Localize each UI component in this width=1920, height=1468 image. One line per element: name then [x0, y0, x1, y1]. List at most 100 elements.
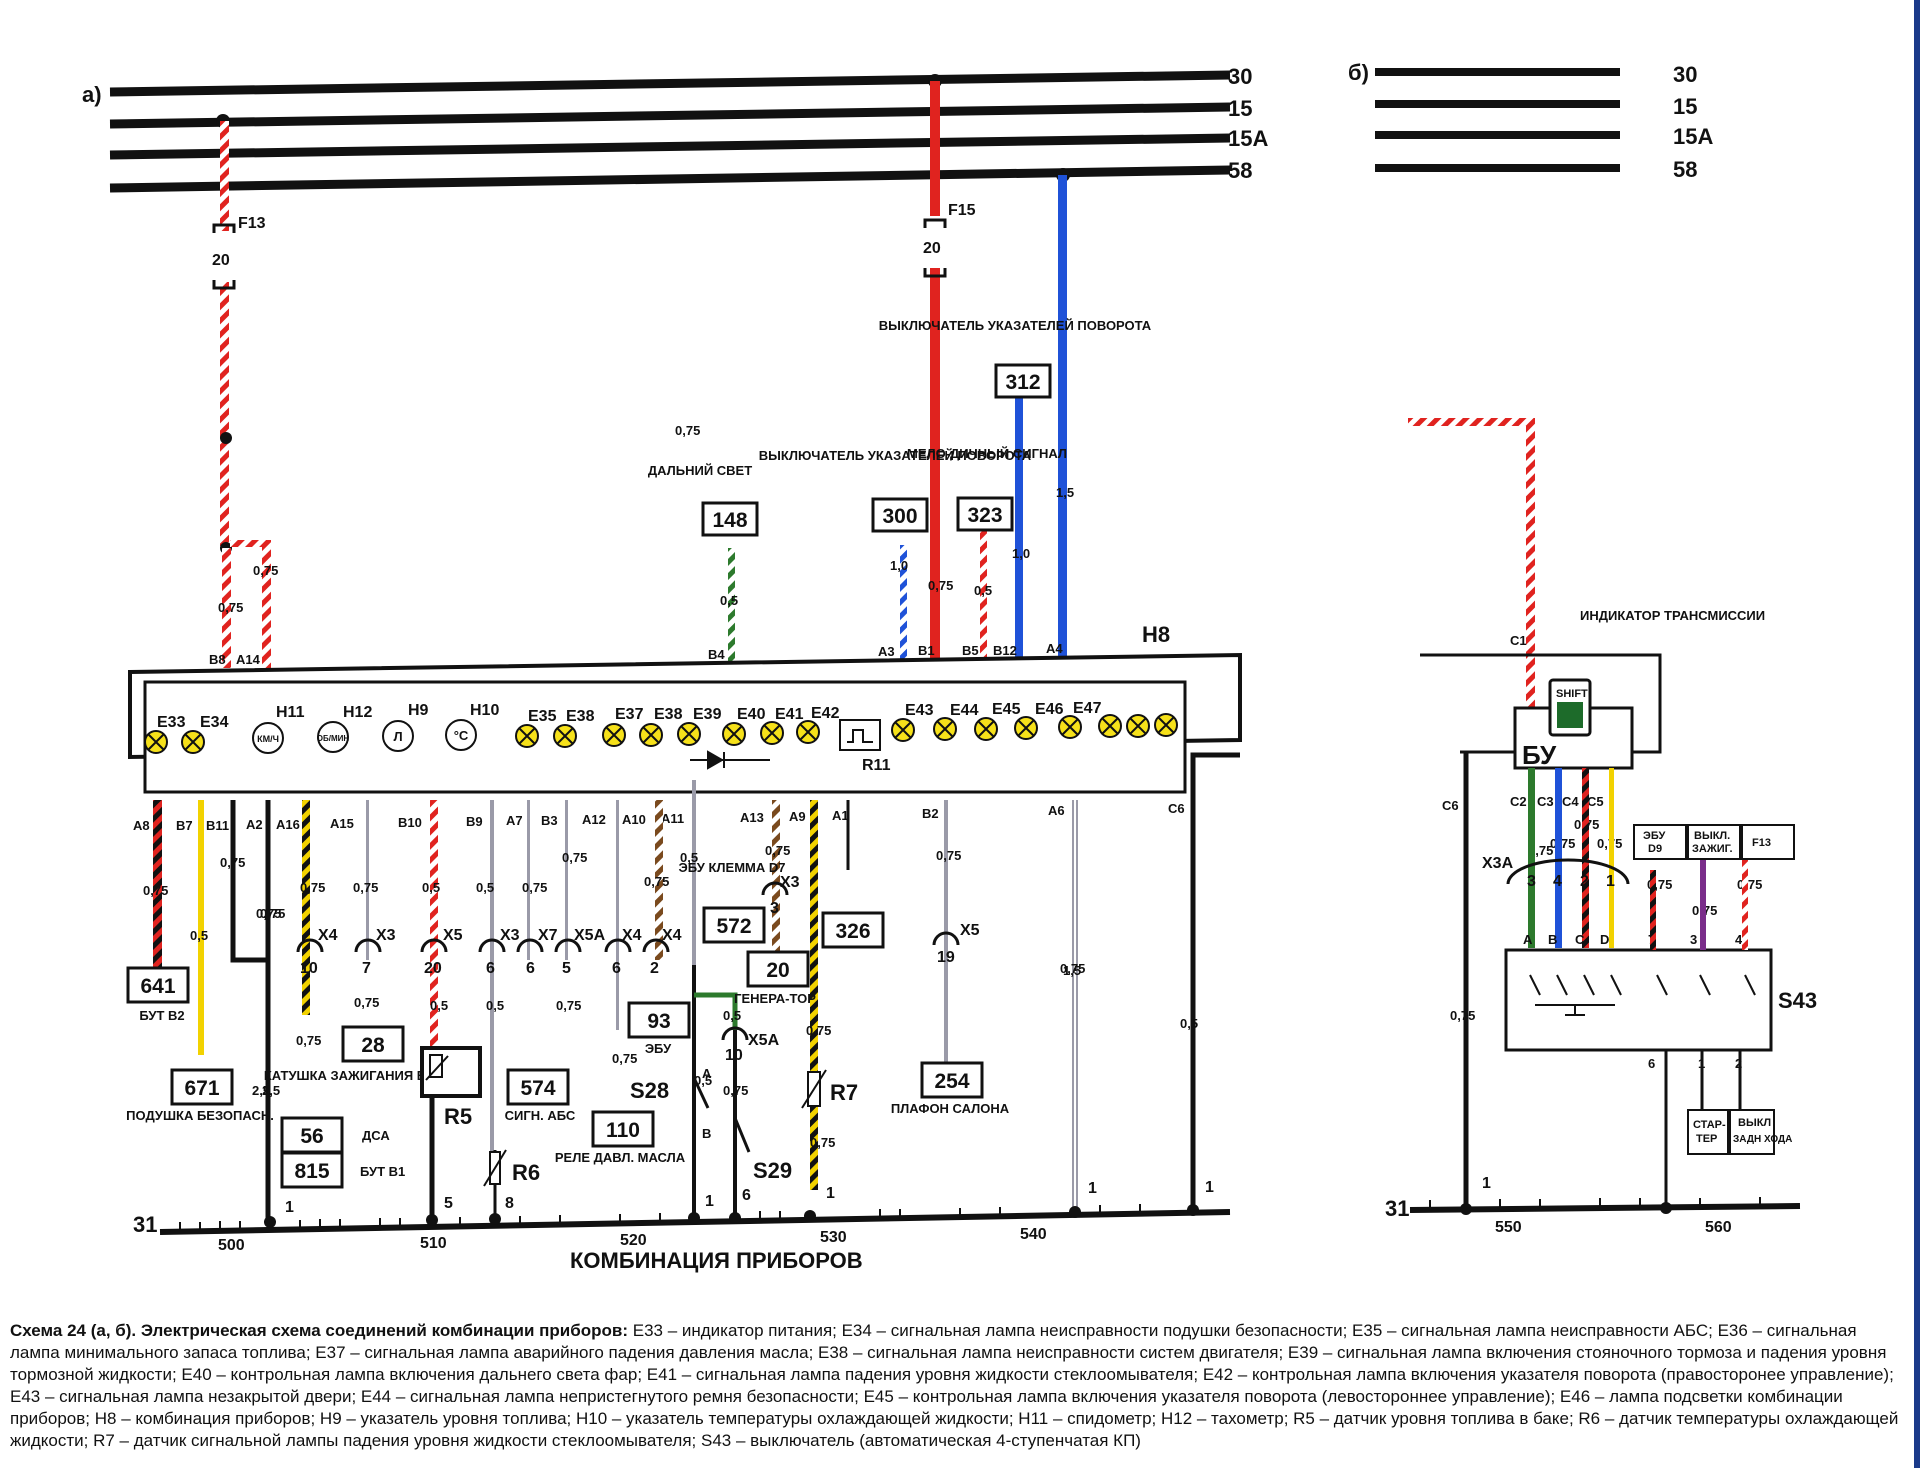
svg-text:В2: В2	[922, 806, 939, 821]
svg-text:Е42: Е42	[811, 705, 840, 722]
fuse-f15-rating: 20	[923, 240, 941, 257]
svg-text:Е41: Е41	[775, 706, 804, 723]
svg-text:0,75: 0,75	[765, 843, 790, 858]
svg-text:6: 6	[486, 960, 495, 977]
svg-text:815: 815	[294, 1160, 329, 1183]
svg-text:19: 19	[937, 949, 955, 966]
bus-b-label-15a: 15А	[1673, 124, 1713, 149]
svg-text:А12: А12	[582, 812, 606, 827]
fuel-gauge-icon	[382, 720, 414, 752]
svg-text:3: 3	[770, 900, 779, 917]
svg-text:ДСА: ДСА	[362, 1128, 390, 1143]
pin-c4: С4	[1562, 794, 1579, 809]
ground-bus-b: 31	[1385, 1196, 1801, 1221]
svg-text:0,5: 0,5	[974, 583, 992, 598]
box-20-generator: 20 ГЕНЕРА-ТОР	[734, 950, 816, 1006]
relay-r11	[839, 719, 881, 751]
svg-text:S43: S43	[1778, 988, 1817, 1013]
svg-text:ГЕНЕРА-ТОР: ГЕНЕРА-ТОР	[734, 991, 816, 1006]
svg-text:1: 1	[1088, 1180, 1097, 1197]
svg-text:1: 1	[826, 1185, 835, 1202]
svg-text:540: 540	[1020, 1226, 1047, 1243]
svg-text:Н12: Н12	[343, 704, 372, 721]
pin-a14: А14	[236, 652, 261, 667]
svg-text:0,75: 0,75	[562, 850, 587, 865]
svg-text:2: 2	[650, 960, 659, 977]
fuse-f13: 20 F13	[212, 215, 266, 290]
svg-text:0,75: 0,75	[143, 883, 168, 898]
pin-c5: С5	[1587, 794, 1604, 809]
svg-text:А10: А10	[622, 812, 646, 827]
svg-text:110: 110	[606, 1119, 640, 1142]
svg-text:500: 500	[218, 1237, 245, 1254]
svg-text:Е43: Е43	[905, 702, 934, 719]
svg-text:А2: А2	[246, 817, 263, 832]
svg-text:Е34: Е34	[200, 714, 229, 731]
svg-text:0,75: 0,75	[253, 563, 278, 578]
svg-text:0,75: 0,75	[296, 1033, 321, 1048]
svg-text:6: 6	[1648, 1056, 1655, 1071]
svg-text:0,75: 0,75	[1550, 836, 1575, 851]
fuse-f13-rating: 20	[212, 252, 230, 269]
svg-text:В9: В9	[466, 814, 483, 829]
control-unit-block: БУ SHIFT ИНДИКАТОР ТРАНСМИССИИ С1 С6 С2 …	[1408, 418, 1765, 1210]
svg-text:0,75: 0,75	[353, 880, 378, 895]
svg-text:0,5: 0,5	[680, 850, 698, 865]
svg-text:Х4: Х4	[318, 927, 338, 944]
warning-lamps	[144, 713, 1178, 754]
svg-text:2,5: 2,5	[262, 1083, 280, 1098]
lamp-icon	[181, 730, 205, 754]
connector-arcs	[296, 881, 960, 1041]
svg-text:10: 10	[300, 960, 318, 977]
feed-wires	[216, 74, 1070, 670]
source-box-312: ВЫКЛЮЧАТЕЛЬ УКАЗАТЕЛЕЙ ПОВОРОТА 312	[879, 318, 1152, 399]
svg-text:Х3А: Х3А	[1482, 855, 1514, 872]
lamp-icon	[722, 722, 746, 746]
svg-text:520: 520	[620, 1232, 647, 1249]
switch-s28: S28 А В	[630, 1066, 712, 1141]
svg-text:Е47: Е47	[1073, 700, 1102, 717]
svg-text:Е33: Е33	[157, 714, 186, 731]
figure-caption: Схема 24 (а, б). Электрическая схема сое…	[10, 1320, 1910, 1460]
lower-wires	[153, 752, 1240, 1220]
svg-text:Х5А: Х5А	[574, 927, 606, 944]
svg-text:4: 4	[1735, 932, 1743, 947]
svg-text:0,75: 0,75	[675, 423, 700, 438]
pin-b5: В5	[962, 643, 979, 658]
bus-label-15a: 15А	[1228, 126, 1268, 151]
svg-text:А8: А8	[133, 818, 150, 833]
svg-text:Е39: Е39	[693, 706, 722, 723]
svg-text:0,75: 0,75	[1450, 1008, 1475, 1023]
bus-lines	[109, 70, 1231, 193]
diode-icon	[690, 750, 770, 770]
svg-text:0,75: 0,75	[260, 906, 285, 921]
page-edge	[1914, 0, 1920, 1468]
box-671: 671 ПОДУШКА БЕЗОПАСН.	[126, 1068, 274, 1123]
lamp-icon	[1098, 714, 1122, 738]
svg-text:641: 641	[140, 975, 175, 998]
svg-text:Х5А: Х5А	[748, 1032, 780, 1049]
svg-text:0,5: 0,5	[486, 998, 504, 1013]
h8-label: Н8	[1142, 622, 1170, 647]
svg-text:Х4: Х4	[622, 927, 642, 944]
gauge-h9-text: Л	[393, 729, 402, 744]
svg-text:0,75: 0,75	[256, 906, 281, 921]
svg-text:0,5: 0,5	[1180, 1016, 1198, 1031]
svg-text:R6: R6	[512, 1160, 540, 1185]
svg-text:0,75: 0,75	[723, 1083, 748, 1098]
svg-text:0,75: 0,75	[612, 1051, 637, 1066]
small-boxes-right: ЭБУ D9 ВЫКЛ. ЗАЖИГ. F13 СТАР- ТЕР ВЫКЛ З…	[1633, 824, 1795, 1155]
svg-text:Е37: Е37	[615, 706, 644, 723]
svg-text:А13: А13	[740, 810, 764, 825]
svg-text:БУТ В1: БУТ В1	[360, 1164, 405, 1179]
svg-text:3: 3	[1690, 932, 1697, 947]
scale-marks: 500 510 520 530 540 550 560	[218, 1219, 1732, 1254]
svg-text:Е45: Е45	[992, 701, 1021, 718]
pin-b8: В8	[209, 652, 226, 667]
svg-text:1,5: 1,5	[1063, 963, 1081, 978]
source-num-323: 323	[967, 504, 1002, 527]
svg-text:Е35: Е35	[528, 708, 557, 725]
box-56: 56 ДСА	[280, 1116, 390, 1154]
svg-text:560: 560	[1705, 1219, 1732, 1236]
svg-text:0,75: 0,75	[300, 880, 325, 895]
